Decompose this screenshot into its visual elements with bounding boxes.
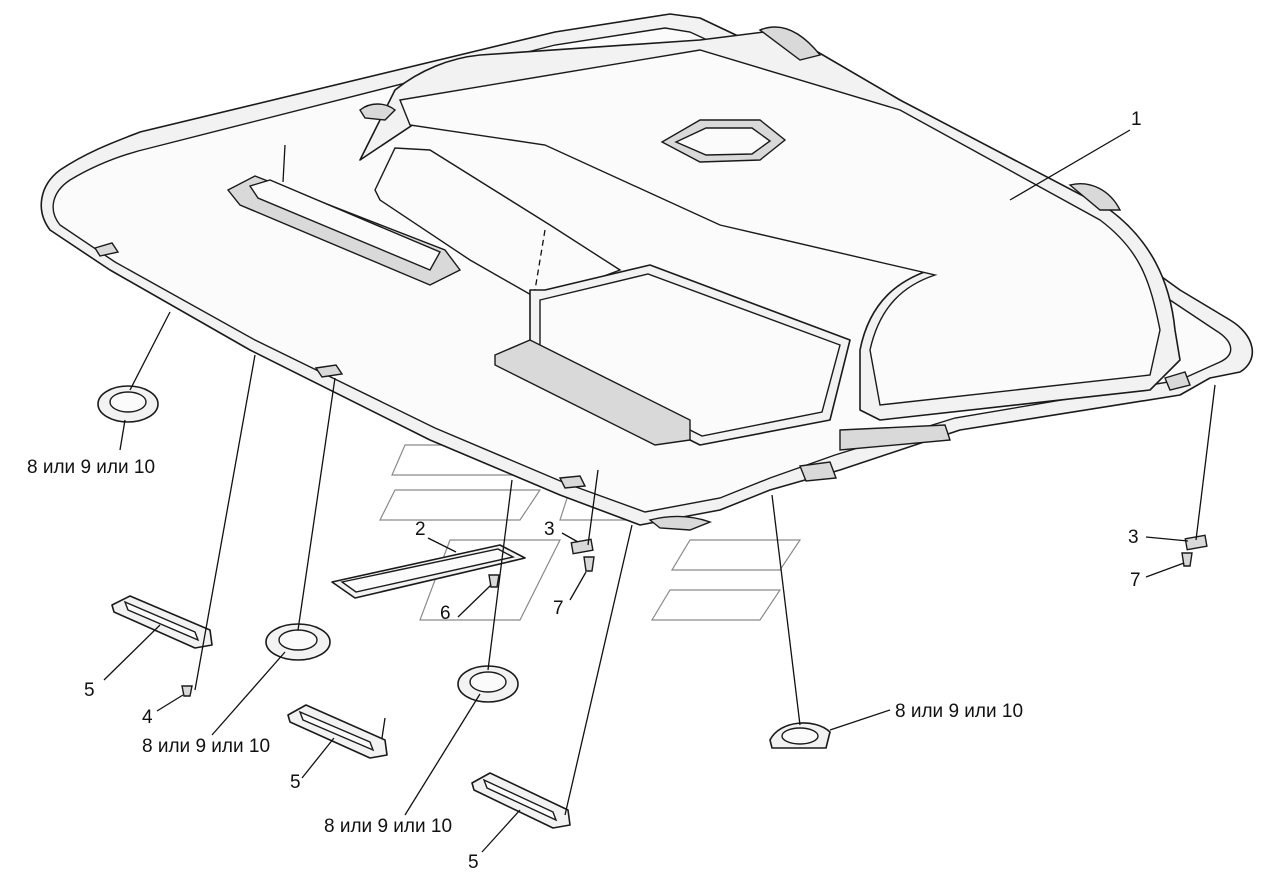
part-5-handle-a — [111, 595, 213, 649]
part-8-clip-a — [97, 385, 159, 423]
callout-7-a: 7 — [553, 598, 564, 619]
callout-5-a: 5 — [84, 680, 95, 701]
part-6-screw — [488, 574, 500, 588]
leader-lines — [103, 129, 1216, 853]
headliner-panel — [40, 13, 1254, 531]
callout-7-b: 7 — [1130, 570, 1141, 591]
callout-8-c: 8 или 9 или 10 — [324, 816, 452, 837]
callout-4: 4 — [142, 707, 153, 728]
callout-5-b: 5 — [290, 772, 301, 793]
part-8-clip-d — [769, 722, 831, 749]
callout-2: 2 — [415, 519, 426, 540]
part-5-handle-c — [471, 772, 571, 829]
part-7-screw-a — [583, 556, 595, 572]
part-5-handle-b — [287, 704, 388, 759]
callout-5-c: 5 — [468, 852, 479, 873]
part-4-screw — [181, 685, 193, 697]
part-3-bracket-a — [570, 538, 594, 555]
callout-8-a: 8 или 9 или 10 — [27, 457, 155, 478]
callout-8-b: 8 или 9 или 10 — [142, 736, 270, 757]
callout-3-a: 3 — [544, 519, 555, 540]
part-3-bracket-b — [1184, 534, 1208, 551]
callout-1: 1 — [1131, 109, 1142, 130]
callout-3-b: 3 — [1128, 527, 1139, 548]
callout-8-d: 8 или 9 или 10 — [895, 701, 1023, 722]
part-8-clip-c — [457, 665, 519, 703]
part-7-screw-b — [1181, 552, 1193, 567]
part-2-plate — [331, 544, 526, 599]
part-8-clip-b — [265, 623, 331, 661]
callout-6: 6 — [440, 603, 451, 624]
